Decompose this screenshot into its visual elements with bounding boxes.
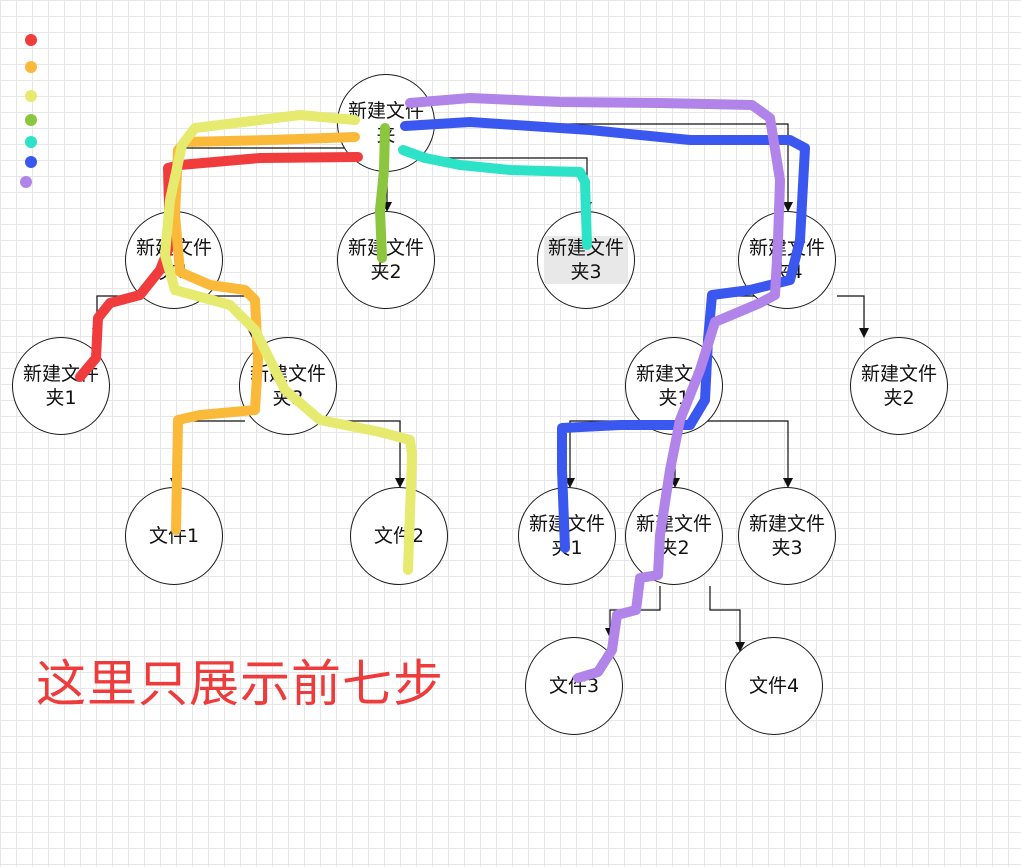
node-label: 新建文件夹2 — [860, 363, 937, 409]
legend-dot-step-6 — [25, 156, 37, 168]
node-file4[interactable]: 文件4 — [725, 637, 823, 735]
node-f1-1[interactable]: 新建文件夹1 — [12, 337, 110, 435]
stroke-step-5 — [398, 145, 592, 250]
node-f4-1-2[interactable]: 新建文件夹2 — [625, 487, 723, 585]
node-f4-1-3[interactable]: 新建文件夹3 — [738, 487, 836, 585]
node-label: 新建文件夹2 — [635, 513, 712, 559]
node-label: 文件4 — [748, 675, 800, 697]
edge-f4_1-f4_1_3 — [700, 420, 793, 488]
legend-dot-step-2 — [25, 61, 37, 73]
legend-dot-step-4 — [25, 114, 37, 126]
legend-dot-step-5 — [25, 136, 37, 148]
legend-dot-step-7 — [20, 176, 32, 188]
node-f2[interactable]: 新建文件夹2 — [337, 211, 435, 309]
edge-f1_2-file2 — [337, 420, 405, 488]
diagram-caption: 这里只展示前七步 — [36, 655, 444, 713]
legend-dot-step-1 — [25, 34, 37, 46]
legend-dot-step-3 — [25, 90, 37, 102]
stroke-step-2 — [170, 132, 360, 535]
node-label: 文件1 — [148, 525, 200, 547]
stroke-step-7 — [405, 93, 785, 683]
node-f4-2[interactable]: 新建文件夹2 — [850, 337, 948, 435]
stroke-step-1 — [75, 152, 363, 382]
stroke-step-6 — [400, 117, 810, 553]
edge-f4-f4_2 — [837, 295, 869, 338]
node-label: 新建文件夹3 — [748, 513, 825, 559]
stroke-step-3 — [160, 110, 417, 575]
edge-f4_1_2-file4 — [709, 586, 745, 652]
stroke-step-4 — [375, 123, 390, 263]
